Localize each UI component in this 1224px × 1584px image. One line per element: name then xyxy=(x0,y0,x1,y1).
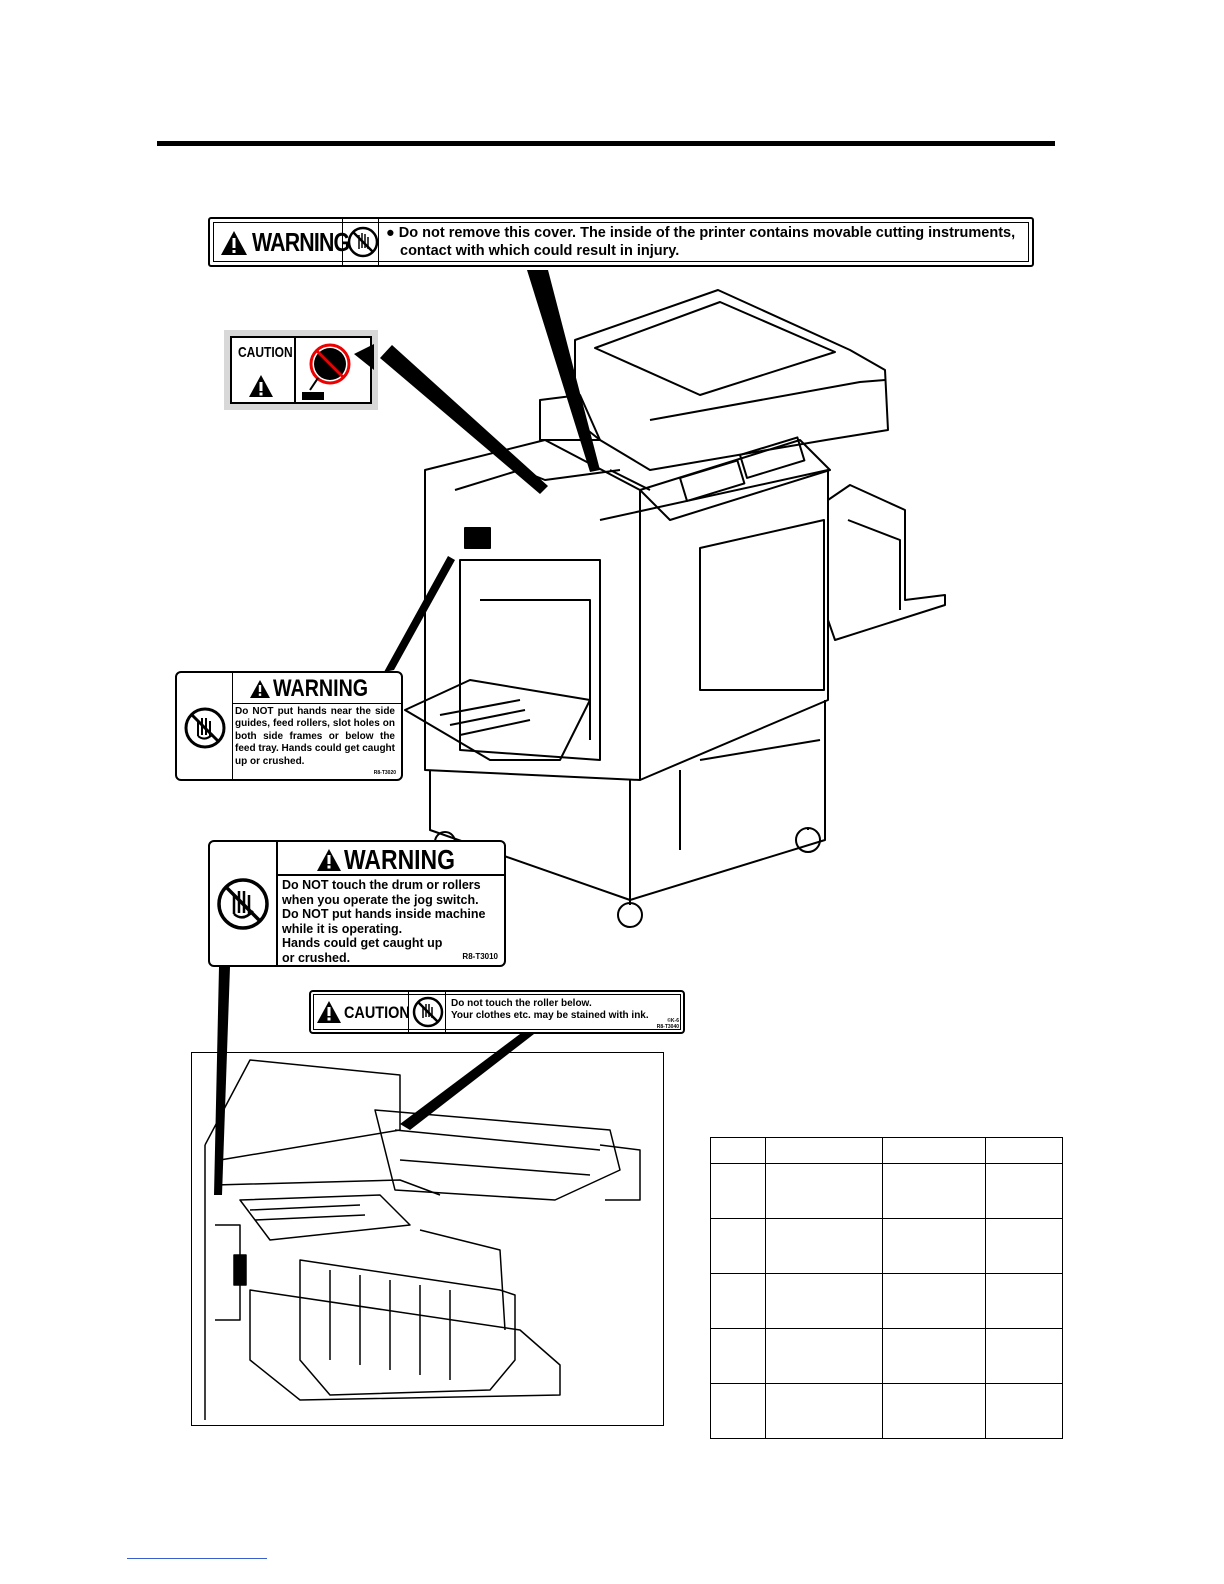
cutting-hazard-icon xyxy=(302,343,374,400)
warning-sticker-feed: WARNING Do NOT put hands near the side g… xyxy=(175,671,403,781)
warning-heading: WARNING xyxy=(249,675,389,703)
no-hand-icon xyxy=(217,878,269,930)
footer-link-line xyxy=(127,1558,267,1559)
warning-drum-text: Do NOT touch the drum or rollers when yo… xyxy=(282,878,486,965)
no-hand-icon xyxy=(412,996,444,1028)
warning-triangle-icon xyxy=(317,849,341,871)
warning-triangle-icon xyxy=(221,230,247,255)
caution-sticker-roller: CAUTION Do not touch the roller below. Y… xyxy=(309,990,685,1034)
no-hand-icon xyxy=(184,707,226,749)
detail-figure-frame xyxy=(191,1052,664,1426)
caution-signal-word: CAUTION xyxy=(344,1003,410,1022)
warning-triangle-icon xyxy=(250,680,270,698)
label-code: ©K-6 R8-T3040 xyxy=(656,1018,679,1030)
label-code: R8-T3020 xyxy=(373,770,396,776)
header-rule xyxy=(157,141,1055,146)
top-warning-label: WARNING ● Do not remove this cover. The … xyxy=(208,217,1034,267)
label-code: R8-T3010 xyxy=(462,952,498,961)
top-warning-text: ● Do not remove this cover. The inside o… xyxy=(386,225,1016,259)
caution-sticker-cutter: CAUTION xyxy=(224,330,378,410)
warning-signal-word: WARNING xyxy=(252,227,350,257)
warning-triangle-icon xyxy=(317,1001,341,1023)
warning-sign: WARNING xyxy=(220,227,371,258)
warning-triangle-icon xyxy=(249,375,273,397)
caution-signal-word: CAUTION xyxy=(238,344,293,361)
caution-roller-text: Do not touch the roller below. Your clot… xyxy=(451,998,649,1021)
warning-feed-text: Do NOT put hands near the side guides, f… xyxy=(235,706,395,767)
empty-table xyxy=(710,1137,1063,1439)
no-touch-icon xyxy=(347,226,379,258)
warning-sticker-drum: WARNING Do NOT touch the drum or rollers… xyxy=(208,840,506,967)
warning-heading: WARNING xyxy=(316,844,479,876)
